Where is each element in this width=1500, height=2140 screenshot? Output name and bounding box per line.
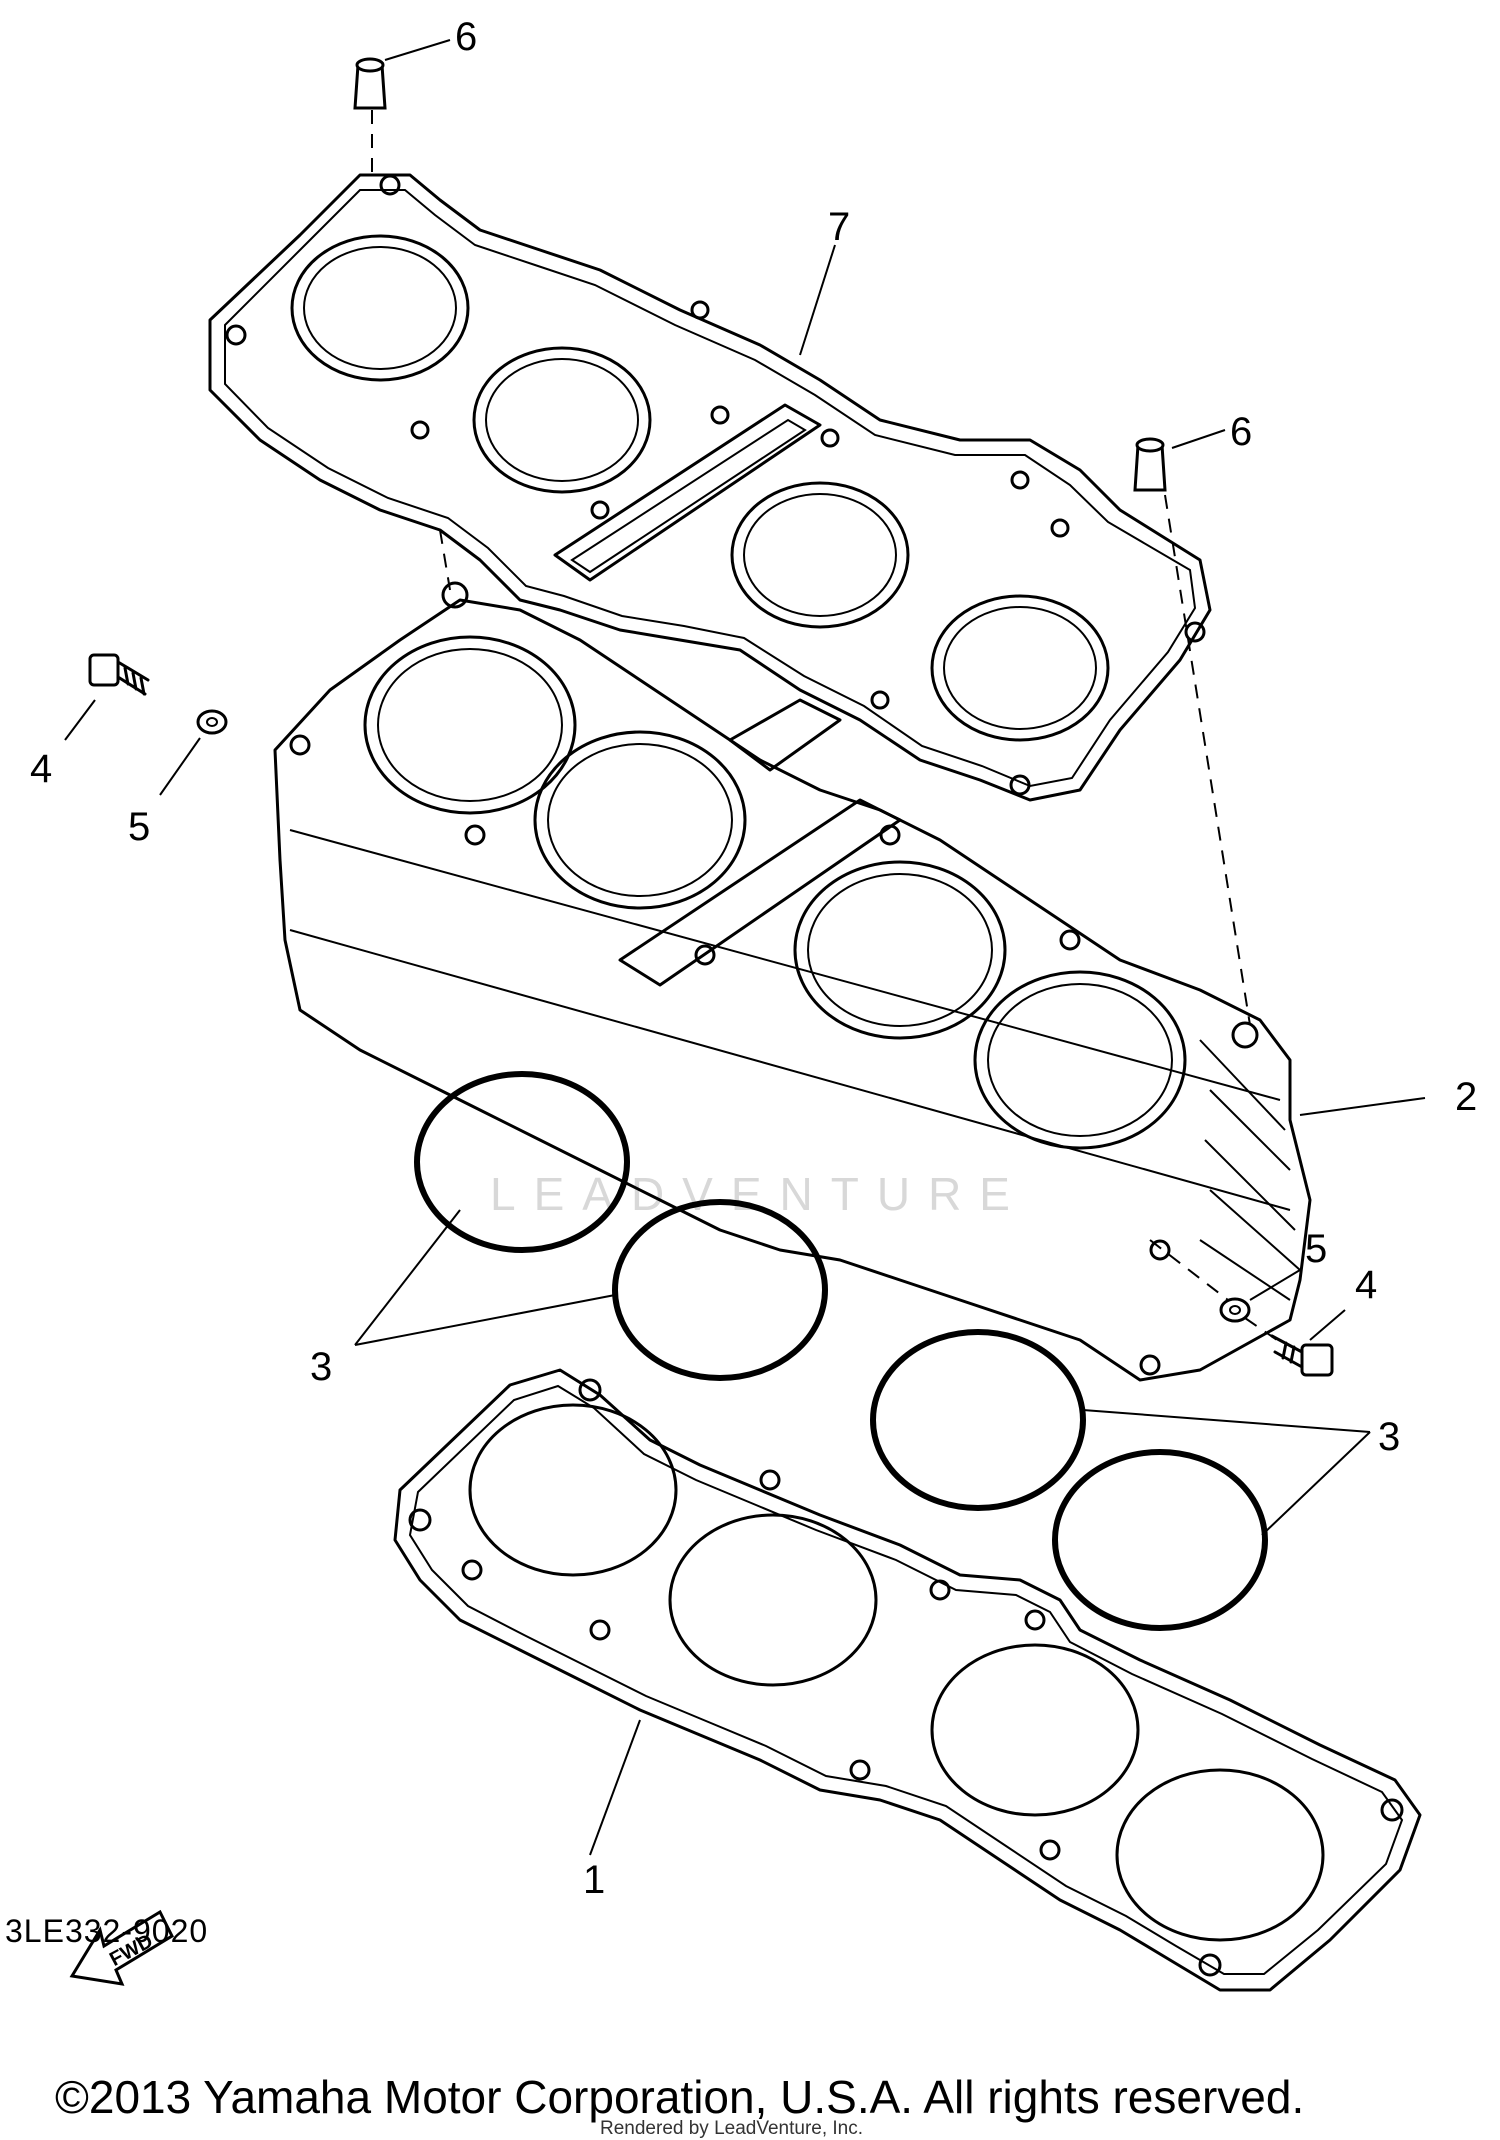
leader-lines: [64, 39, 1426, 1856]
bolt-left: [88, 653, 150, 696]
dowel-pin-right: [1133, 437, 1167, 492]
render-credit: Rendered by LeadVenture, Inc.: [600, 2118, 864, 2139]
callout-6: 6: [1230, 410, 1252, 454]
o-ring: [612, 1199, 828, 1381]
o-ring: [414, 1071, 630, 1253]
base-gasket: [393, 1368, 1422, 1992]
o-ring: [1052, 1449, 1268, 1631]
washer-left: [196, 709, 228, 735]
callout-4: 4: [1355, 1263, 1377, 1307]
diagram-part-number: 3LE332-9020: [5, 1913, 209, 1949]
callout-6: 6: [455, 15, 477, 59]
bolt-right: [1270, 1334, 1334, 1377]
callout-2: 2: [1455, 1075, 1477, 1119]
head-gasket: [208, 173, 1212, 802]
watermark: LEADVENTURE: [490, 1168, 1028, 1220]
alignment-lines: [371, 110, 1281, 1343]
o-ring: [870, 1329, 1086, 1511]
dowel-pin-top: [353, 57, 387, 110]
callout-5: 5: [128, 805, 150, 849]
callout-4: 4: [30, 747, 52, 791]
callout-7: 7: [828, 205, 850, 249]
callout-3: 3: [310, 1345, 332, 1389]
copyright-notice: ©2013 Yamaha Motor Corporation, U.S.A. A…: [55, 2071, 1305, 2123]
callout-3: 3: [1378, 1415, 1400, 1459]
washer-right: [1219, 1297, 1251, 1323]
o-rings: [414, 1071, 1268, 1631]
callout-1: 1: [583, 1858, 605, 1902]
callout-5: 5: [1305, 1227, 1327, 1271]
cylinder-block: [273, 581, 1312, 1382]
